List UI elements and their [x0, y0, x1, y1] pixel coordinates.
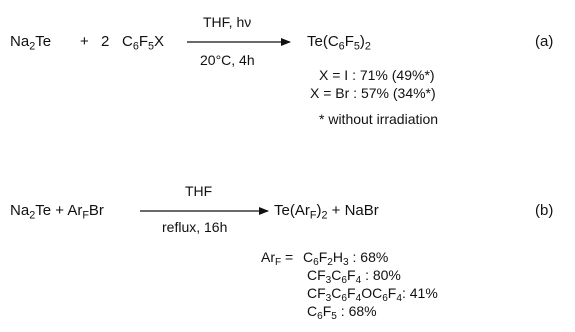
product-te-c6f5-2: Te(C6F5)2: [307, 33, 371, 53]
reactant-na2te-a: Na2Te: [10, 33, 52, 53]
condition-above-b: THF: [185, 183, 213, 199]
substituent-0: C6F2H3 : 68%: [303, 249, 389, 269]
product-b: Te(ArF)2 + NaBr: [274, 202, 379, 222]
yield-bromide: X = Br : 57% (34%*): [310, 85, 436, 101]
substituent-1: CF3C6F4 : 80%: [307, 267, 401, 287]
substituent-3: C6F5 : 68%: [307, 303, 377, 323]
yield-iodide: X = I : 71% (49%*): [319, 67, 435, 83]
label-a: (a): [535, 33, 554, 50]
substituent-2: CF3C6F4OC6F4: 41%: [307, 285, 438, 305]
label-b: (b): [535, 202, 554, 219]
condition-below-b: reflux, 16h: [162, 219, 228, 235]
condition-below-a: 20°C, 4h: [200, 52, 255, 68]
coefficient-a: 2: [101, 33, 110, 50]
arf-definition-lead: ArF =: [261, 249, 294, 269]
reactants-b: Na2Te + ArFBr: [10, 202, 104, 222]
condition-above-a: THF, hν: [203, 14, 252, 30]
plus-sign-a: +: [80, 33, 89, 50]
reactant-c6f5x: C6F5X: [122, 33, 165, 53]
footnote-irradiation: * without irradiation: [319, 111, 439, 127]
